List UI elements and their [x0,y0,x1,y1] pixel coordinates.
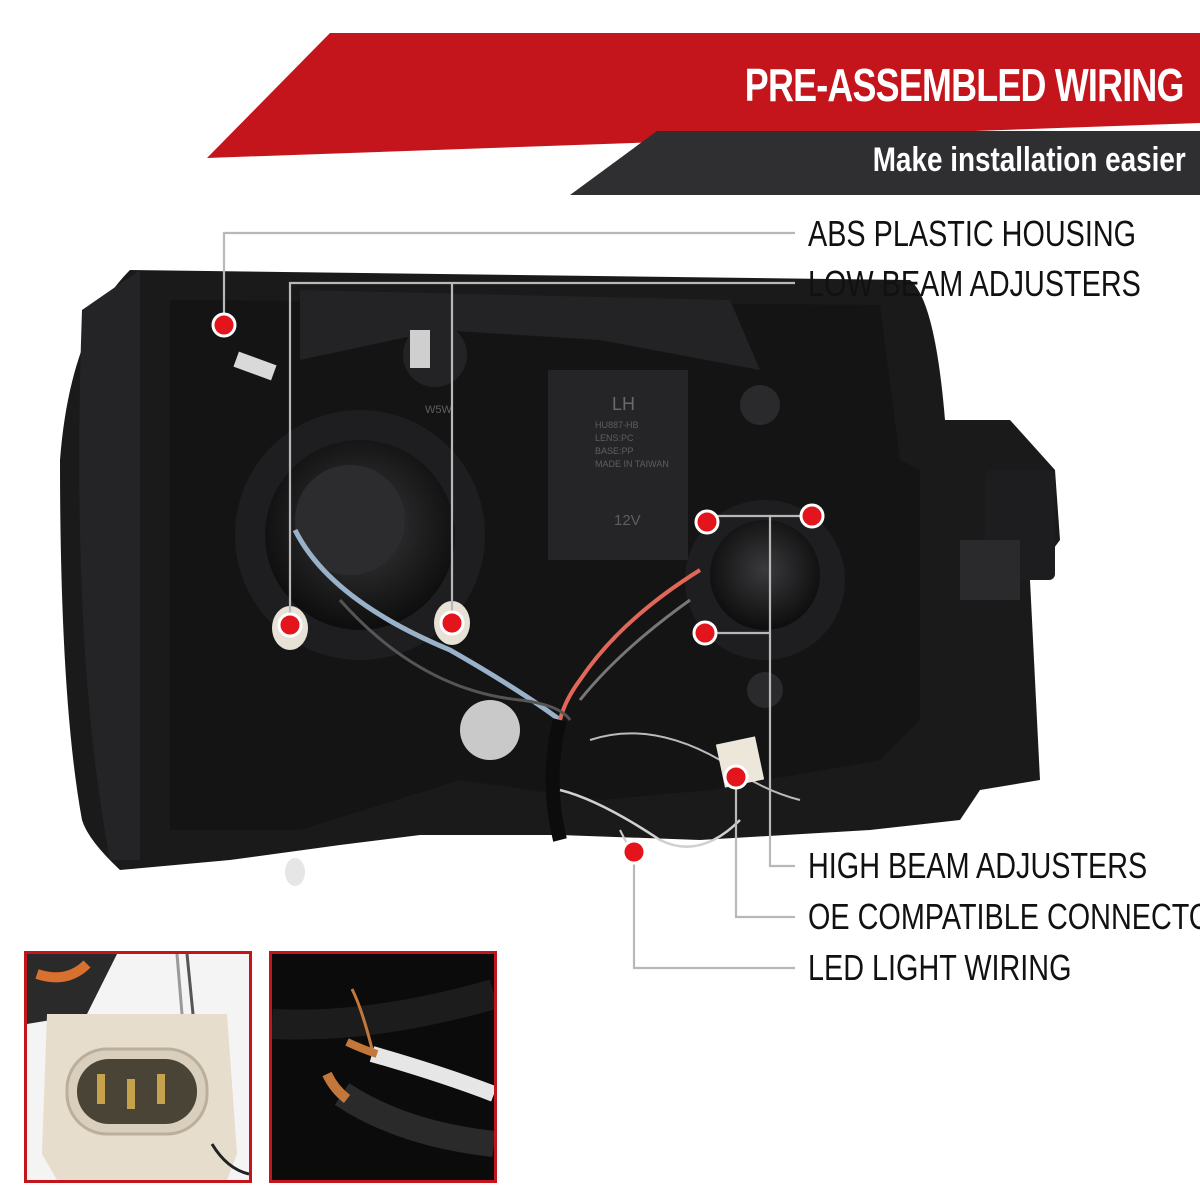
page-title: PRE-ASSEMBLED WIRING [745,59,1185,111]
page-subtitle: Make installation easier [872,141,1186,179]
callout-oe-compatible-connector: OE COMPATIBLE CONNECTOR [808,896,1200,937]
inset-wiring-photo [269,951,497,1183]
top-ridge [300,290,760,370]
header-banner [207,33,1200,195]
marker-dot [692,620,718,646]
wire-black [338,599,572,721]
wire-loom [545,718,567,842]
inset-connector-photo [24,951,252,1183]
center-plate [548,370,688,560]
bulb-mark: W5W [425,404,453,416]
grommet [460,700,520,760]
socket-pin-icon [410,330,430,368]
wire-black [578,598,691,701]
side-mark: LH [612,394,635,414]
marker-dot [694,509,720,535]
mount-slot [960,540,1020,600]
marker-dot [723,764,749,790]
voltage-mark: 12V [614,512,641,529]
wire-white [559,788,741,848]
part-number: HU887-HB [595,420,639,430]
marker-dot [799,503,825,529]
wire-red [558,568,702,721]
screw-icon [233,351,277,381]
subtitle-banner-dark [570,131,1200,195]
callout-low-beam-adjusters: LOW BEAM ADJUSTERS [808,263,1141,304]
callout-markers [211,312,825,865]
wire-blue [292,528,562,723]
callout-high-beam-adjusters: HIGH BEAM ADJUSTERS [808,845,1148,886]
mount-pin [285,858,305,886]
marker-dot [621,839,647,865]
marker-dot [439,610,465,636]
marker-dot [211,312,237,338]
low-beam-cap [295,465,405,575]
wire-closeup [272,954,494,1180]
connector-closeup [27,954,249,1180]
lens-edge [79,270,140,860]
base-material: BASE:PP [595,446,634,456]
lens-material: LENS:PC [595,433,634,443]
grommet [740,385,780,425]
callout-abs-plastic-housing: ABS PLASTIC HOUSING [808,213,1137,254]
grommet [747,672,783,708]
callout-led-light-wiring: LED LIGHT WIRING [808,947,1072,988]
made-in: MADE IN TAIWAN [595,459,669,469]
high-beam-boot [710,520,820,630]
title-banner-red [207,33,1200,158]
marker-dot [277,612,303,638]
